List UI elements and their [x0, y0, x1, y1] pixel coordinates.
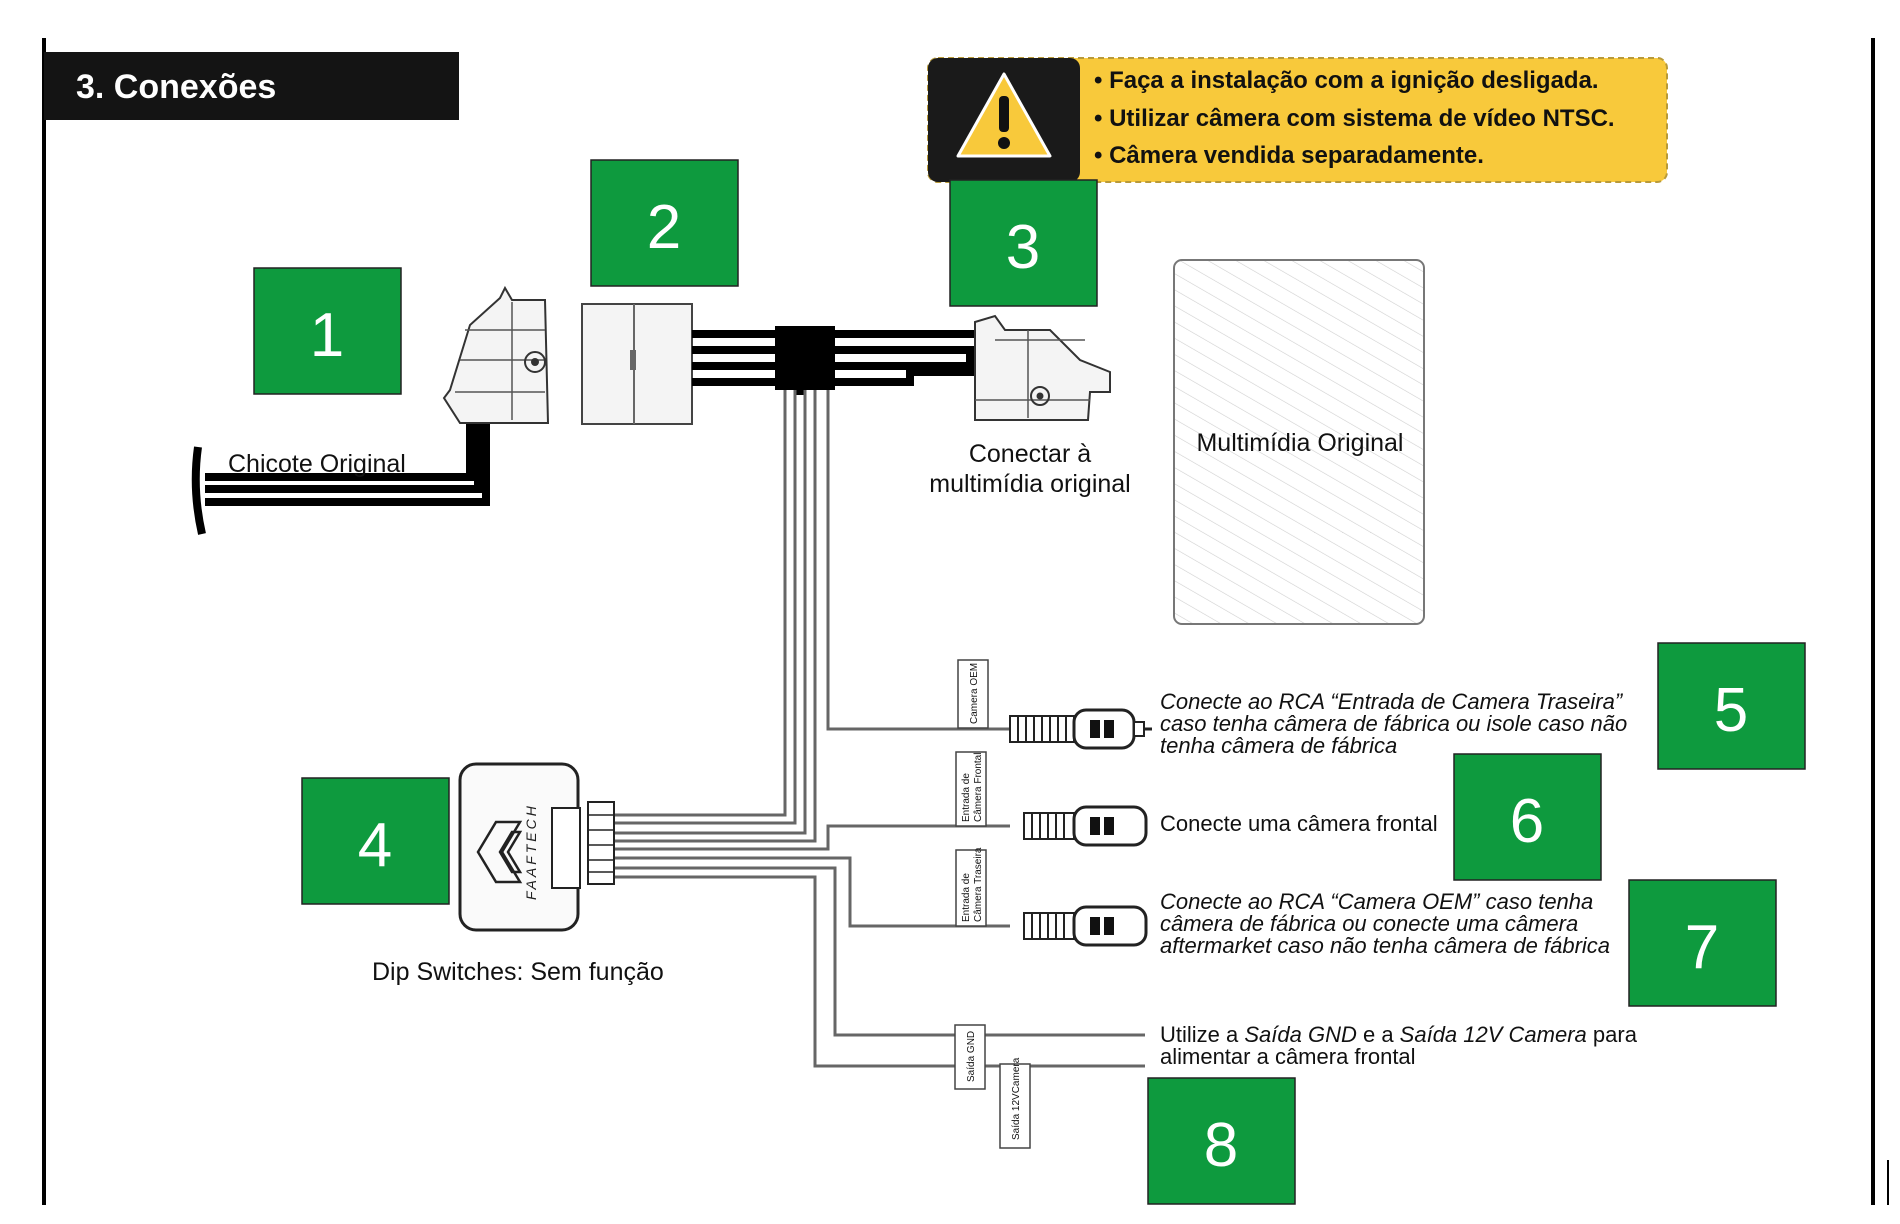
faaftech-module: FAAFTECH: [458, 762, 615, 932]
badge-6: 6: [1453, 753, 1602, 881]
svg-text:8: 8: [1204, 1111, 1238, 1180]
section-title-bar: [44, 52, 459, 120]
original-harness-connector: [442, 285, 550, 424]
conectar-label-2: multimídia original: [929, 470, 1130, 498]
rca-camera-oem: [1023, 905, 1148, 947]
svg-text:7: 7: [1685, 913, 1719, 982]
tag-entrada-frontal: Entrada de Câmera Frontal: [955, 751, 987, 827]
instruction-8-line-2: alimentar a câmera frontal: [1160, 1044, 1416, 1069]
svg-text:Câmera Frontal: Câmera Frontal: [973, 753, 984, 822]
wire-splice: [775, 326, 835, 390]
instruction-5-line-3: tenha câmera de fábrica: [1160, 733, 1397, 758]
thin-wires: [612, 390, 1145, 1068]
svg-text:Câmera Traseira: Câmera Traseira: [973, 847, 984, 922]
svg-text:Entrada de: Entrada de: [961, 873, 972, 922]
badge-3: 3: [949, 179, 1098, 307]
warning-line-1: • Faça a instalação com a ignição deslig…: [1094, 67, 1599, 94]
badge-8: 8: [1147, 1077, 1296, 1205]
interface-plug: [581, 303, 693, 425]
badge-2: 2: [590, 159, 739, 287]
svg-text:5: 5: [1714, 676, 1748, 745]
instruction-7-line-3: aftermarket caso não tenha câmera de fáb…: [1160, 933, 1610, 958]
badge-5: 5: [1657, 642, 1806, 770]
instruction-7-line-2: câmera de fábrica ou conecte uma câmera: [1160, 911, 1578, 936]
svg-text:1: 1: [310, 301, 344, 370]
warning-line-2: • Utilizar câmera com sistema de vídeo N…: [1094, 105, 1615, 132]
instruction-5-line-2: caso tenha câmera de fábrica ou isole ca…: [1160, 711, 1627, 736]
svg-text:6: 6: [1510, 787, 1544, 856]
instruction-8-line-1: Utilize a Saída GND e a Saída 12V Camera…: [1160, 1022, 1638, 1047]
svg-text:Saída 12VCamera: Saída 12VCamera: [1011, 1057, 1022, 1140]
rca-frontal: [1023, 805, 1148, 847]
warning-banner: • Faça a instalação com a ignição deslig…: [927, 57, 1668, 183]
multimidia-original-box: [1173, 259, 1425, 625]
tag-camera-oem: Camera OEM: [957, 659, 989, 729]
multimidia-connector: [974, 314, 1111, 421]
warning-line-3: • Câmera vendida separadamente.: [1094, 142, 1484, 169]
tag-entrada-traseira: Entrada de Câmera Traseira: [955, 847, 987, 927]
multimidia-original-label: Multimídia Original: [1196, 429, 1403, 457]
brand-label: FAAFTECH: [523, 803, 539, 900]
instruction-7-line-1: Conecte ao RCA “Camera OEM” caso tenha: [1160, 889, 1593, 914]
section-title: 3. Conexões: [76, 68, 276, 106]
instruction-5-line-1: Conecte ao RCA “Entrada de Camera Trasei…: [1160, 689, 1624, 714]
badge-4: 4: [301, 777, 450, 905]
instruction-6: Conecte uma câmera frontal: [1160, 811, 1438, 836]
chicote-original-label: Chicote Original: [228, 450, 406, 478]
rca-traseira: [1009, 708, 1152, 750]
conectar-label-1: Conectar à: [969, 440, 1091, 468]
badge-1: 1: [253, 267, 402, 395]
badge-7: 7: [1628, 879, 1777, 1007]
svg-text:3: 3: [1006, 213, 1040, 282]
tag-saida-12v: Saída 12VCamera: [999, 1057, 1031, 1149]
svg-text:Entrada de: Entrada de: [961, 773, 972, 822]
svg-text:Camera OEM: Camera OEM: [969, 663, 980, 724]
dip-switches-label: Dip Switches: Sem função: [372, 958, 664, 986]
svg-text:2: 2: [647, 193, 681, 262]
main-wires: [692, 326, 985, 395]
svg-text:4: 4: [358, 811, 392, 880]
chicote-original-wires: [191, 415, 490, 535]
svg-text:Saída GND: Saída GND: [966, 1031, 977, 1082]
faaftech-logo-icon: [476, 820, 523, 884]
tag-saida-gnd: Saída GND: [954, 1024, 986, 1090]
